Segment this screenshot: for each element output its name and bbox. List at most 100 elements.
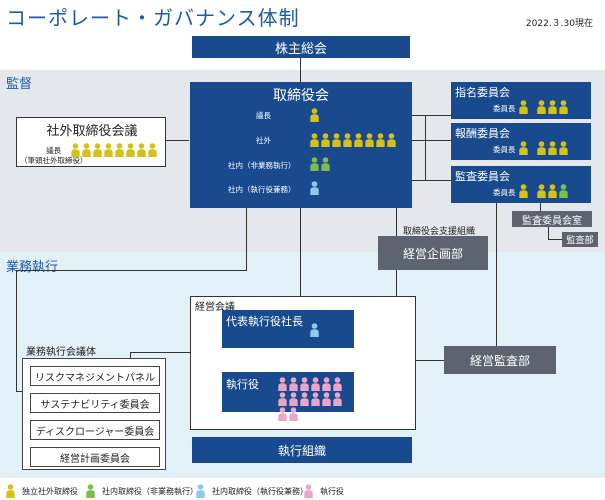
committee-title: 報酬委員会 bbox=[455, 127, 510, 140]
connector-line bbox=[411, 180, 451, 181]
board-chair-group bbox=[310, 108, 319, 122]
committee-chair bbox=[519, 100, 528, 114]
person-icon bbox=[519, 141, 528, 155]
legend-item: 社内取締役（執行役兼務） bbox=[196, 484, 308, 498]
audit-committee: 監査委員会 委員長 bbox=[451, 166, 591, 203]
management-meeting-title: 経営会議 bbox=[195, 302, 235, 313]
ceo-box: 代表執行役社長 bbox=[222, 310, 354, 348]
corporate-planning-dept: 経営企画部 bbox=[378, 236, 488, 270]
person-icon bbox=[310, 323, 319, 337]
person-icon bbox=[537, 100, 546, 114]
connector-line bbox=[166, 140, 189, 141]
as-of-date: 2022.３.30現在 bbox=[525, 19, 593, 29]
board-row-label: 社外 bbox=[256, 136, 271, 145]
person-icon bbox=[196, 484, 205, 498]
person-icon bbox=[310, 181, 319, 195]
person-icon bbox=[519, 184, 528, 198]
connector-line bbox=[411, 140, 451, 141]
page-title: コーポレート・ガバナンス体制 bbox=[6, 6, 300, 30]
person-icon bbox=[289, 377, 298, 391]
person-icon bbox=[126, 143, 135, 157]
connector-line bbox=[130, 352, 131, 360]
person-icon bbox=[289, 407, 298, 421]
committee-members bbox=[537, 141, 568, 155]
ceo-person bbox=[310, 323, 319, 337]
person-icon bbox=[387, 133, 396, 147]
person-icon bbox=[310, 108, 319, 122]
connector-line bbox=[411, 115, 451, 116]
person-icon bbox=[310, 157, 319, 171]
person-icon bbox=[548, 141, 557, 155]
connector-line bbox=[396, 208, 397, 236]
outside-directors-meeting-title: 社外取締役会議 bbox=[46, 124, 138, 139]
connector-line bbox=[425, 115, 426, 181]
person-icon bbox=[278, 392, 287, 406]
board-nonexec-group bbox=[310, 157, 330, 171]
connector-line bbox=[16, 270, 247, 271]
legend-item: 独立社外取締役 bbox=[6, 484, 78, 498]
person-icon bbox=[537, 141, 546, 155]
person-icon bbox=[559, 100, 568, 114]
board-outside-group bbox=[310, 133, 396, 147]
person-icon bbox=[71, 143, 80, 157]
legend-label: 執行役 bbox=[320, 486, 344, 496]
legend-swatch bbox=[6, 484, 19, 498]
person-icon bbox=[82, 143, 91, 157]
person-icon bbox=[86, 484, 95, 498]
person-icon bbox=[548, 100, 557, 114]
management-audit-dept: 経営監査部 bbox=[444, 346, 556, 374]
sustainability-committee: サステナビリティ委員会 bbox=[30, 393, 160, 413]
committee-title: 監査委員会 bbox=[455, 170, 510, 183]
committee-chair-label: 委員長 bbox=[493, 188, 516, 197]
legend-item: 執行役 bbox=[304, 484, 344, 498]
person-icon bbox=[343, 133, 352, 147]
person-icon bbox=[354, 133, 363, 147]
committee-chair bbox=[519, 141, 528, 155]
person-icon bbox=[548, 184, 557, 198]
person-icon bbox=[278, 407, 287, 421]
audit-committee-office: 監査委員会室 bbox=[512, 211, 592, 227]
person-icon bbox=[321, 157, 330, 171]
person-icon bbox=[278, 377, 287, 391]
connector-line bbox=[548, 227, 549, 239]
executive-officers-group bbox=[278, 377, 348, 421]
person-icon bbox=[559, 141, 568, 155]
person-icon bbox=[289, 392, 298, 406]
board-of-directors: 取締役会 議長 社外 社内（非業務執行） 社内（執行役兼務） bbox=[190, 82, 412, 208]
connector-line bbox=[540, 203, 541, 211]
nomination-committee: 指名委員会 委員長 bbox=[451, 82, 591, 119]
person-icon bbox=[365, 133, 374, 147]
shareholders-meeting: 株主総会 bbox=[192, 36, 410, 58]
person-icon bbox=[321, 133, 330, 147]
person-icon bbox=[310, 133, 319, 147]
chair-label: 議長 （筆頭社外取締役） bbox=[20, 146, 88, 165]
disclosure-committee: ディスクロージャー委員会 bbox=[30, 420, 160, 440]
person-icon bbox=[322, 392, 331, 406]
person-icon bbox=[300, 392, 309, 406]
committee-members bbox=[537, 100, 568, 114]
person-icon bbox=[104, 143, 113, 157]
execution-zone-label: 業務執行 bbox=[6, 260, 59, 275]
person-icon bbox=[115, 143, 124, 157]
outside-directors-meeting-chair: 議長 （筆頭社外取締役） bbox=[20, 146, 88, 166]
person-icon bbox=[148, 143, 157, 157]
board-row-label: 社内（執行役兼務） bbox=[228, 185, 296, 194]
supervision-zone-label: 監督 bbox=[6, 77, 33, 92]
outside-directors-meeting-members bbox=[71, 143, 157, 157]
person-icon bbox=[519, 100, 528, 114]
person-icon bbox=[376, 133, 385, 147]
legend-label: 社内取締役（非業務執行） bbox=[102, 486, 198, 496]
compensation-committee: 報酬委員会 委員長 bbox=[451, 123, 591, 160]
person-icon bbox=[304, 484, 313, 498]
legend-swatch bbox=[304, 484, 317, 498]
legend-item: 社内取締役（非業務執行） bbox=[86, 484, 198, 498]
person-icon bbox=[137, 143, 146, 157]
board-support-label: 取締役会支援組織 bbox=[403, 227, 476, 237]
person-icon bbox=[333, 392, 342, 406]
committee-chair-label: 委員長 bbox=[493, 145, 516, 154]
executive-officers-box: 執行役 bbox=[222, 372, 354, 421]
connector-line bbox=[496, 194, 497, 346]
committee-chair bbox=[519, 184, 528, 198]
person-icon bbox=[300, 377, 309, 391]
committee-members bbox=[537, 184, 568, 198]
